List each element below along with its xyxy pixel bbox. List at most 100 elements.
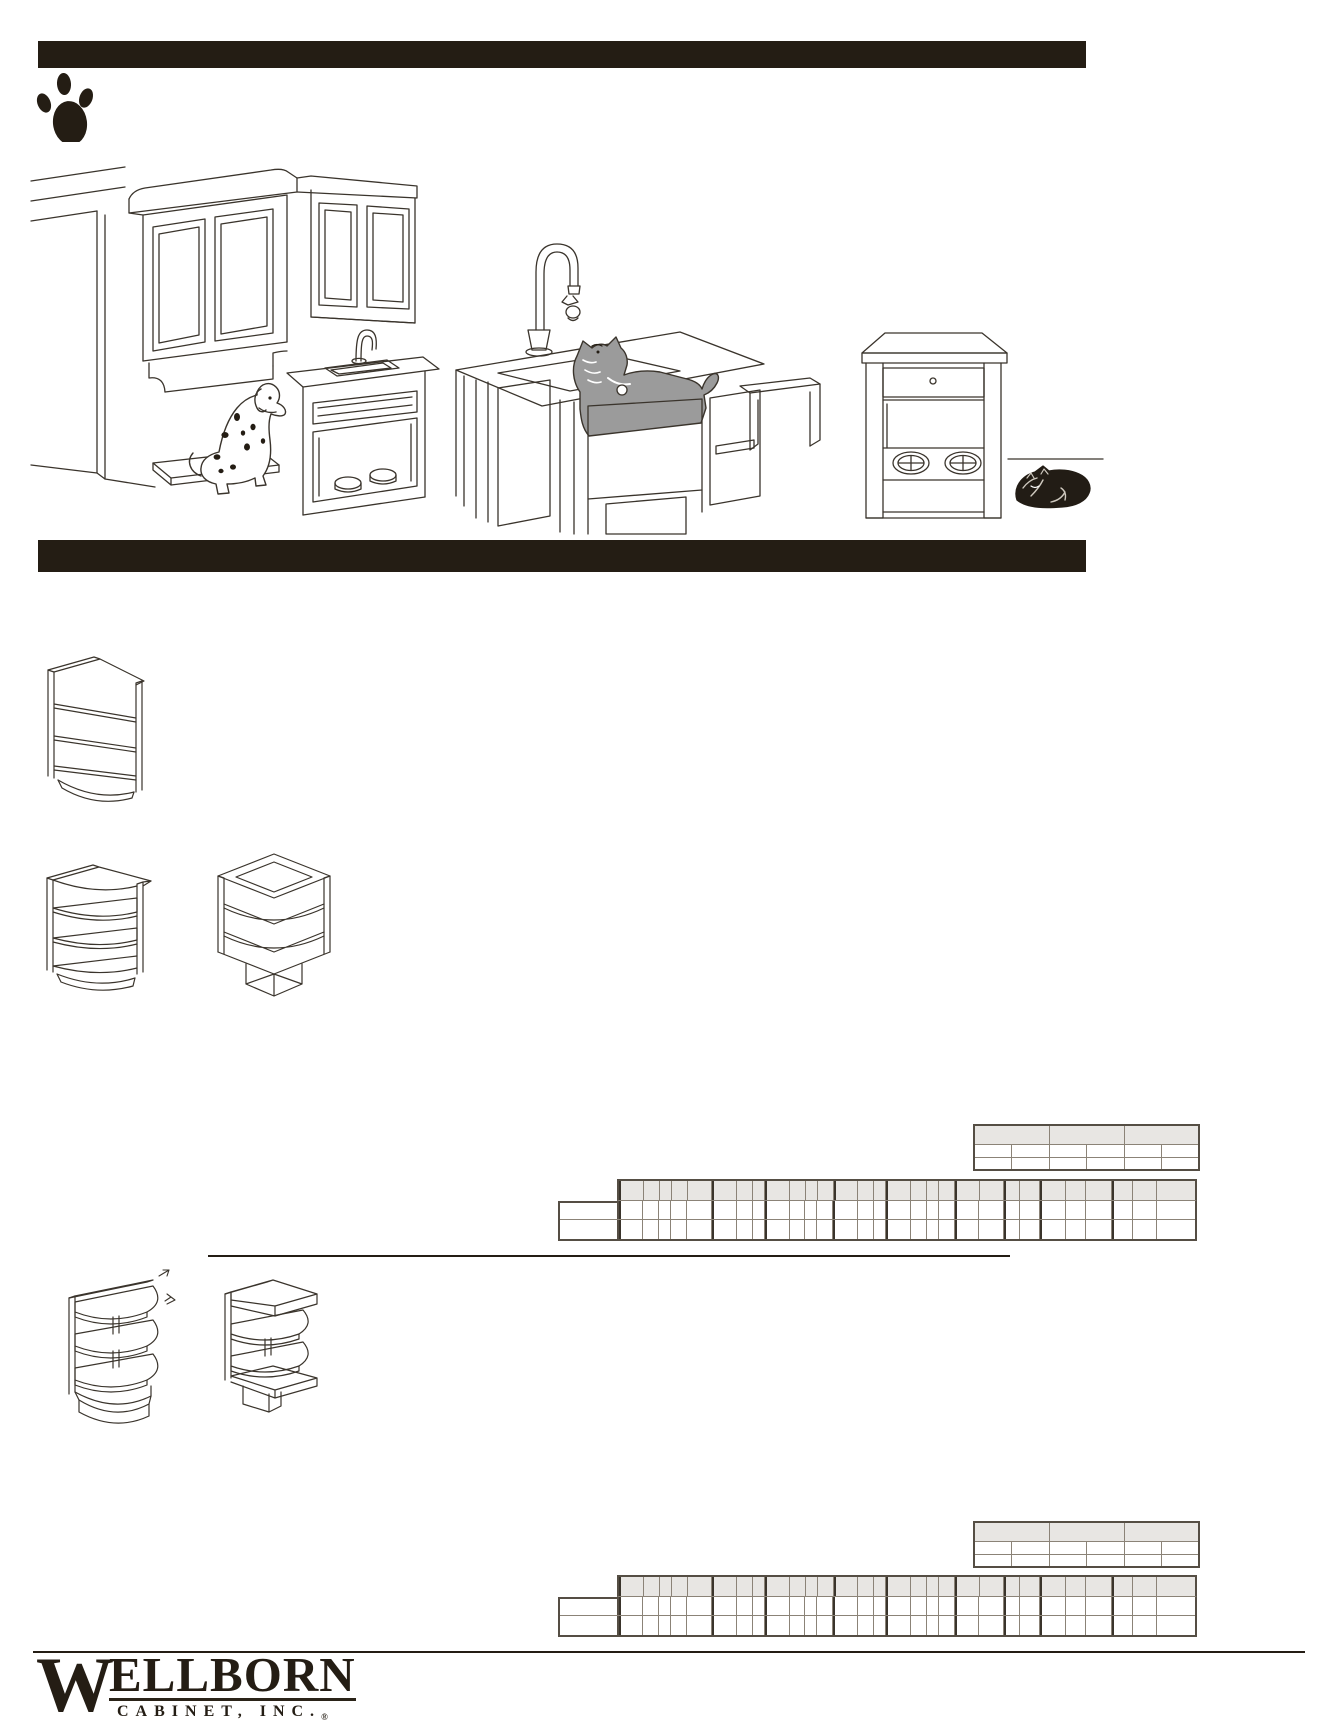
grid-cell: [1020, 1220, 1040, 1239]
grid-cell: [817, 1616, 834, 1635]
grid-header-cell: [764, 1577, 790, 1596]
grid-header-cell: [858, 1181, 875, 1200]
grid-header-cell: [737, 1577, 754, 1596]
grid-header-cell: [938, 1577, 955, 1596]
grid-cell: [671, 1616, 688, 1635]
grid-cell: [911, 1201, 927, 1219]
grid-cell: [885, 1616, 911, 1635]
grid-cell: [1161, 1540, 1200, 1555]
grid-header-cell: [1048, 1124, 1125, 1145]
grid-cell: [927, 1201, 939, 1219]
grid-cell: [671, 1597, 688, 1615]
grid-cell: [1086, 1616, 1112, 1635]
top-section-bar: [38, 41, 1086, 68]
grid-cell: [1157, 1220, 1195, 1239]
base-open-end-shelf-cabinet-drawing: [47, 656, 145, 802]
grid-cell: [790, 1597, 806, 1615]
grid-cell: [737, 1616, 753, 1635]
grid-header-cell: [858, 1577, 875, 1596]
grid-cell: [858, 1616, 875, 1635]
grid-header-cell: [753, 1181, 765, 1200]
grid-header-cell: [954, 1577, 980, 1596]
grid-cell: [1086, 1540, 1125, 1555]
grid-cell: [712, 1597, 737, 1615]
grid-header-cell: [1004, 1577, 1021, 1596]
grid-cell: [927, 1616, 939, 1635]
grid-cell: [659, 1201, 672, 1219]
grid-header-cell: [1085, 1577, 1112, 1596]
grid-cell: [753, 1597, 765, 1615]
grid-header-cell: [619, 1577, 644, 1596]
grid-header-cell: [1157, 1181, 1195, 1200]
grid-cell: [1086, 1220, 1112, 1239]
grid-cell: [805, 1201, 818, 1219]
grid-header-cell: [805, 1181, 818, 1200]
grid-cell: [973, 1143, 1012, 1158]
grid-cell: [790, 1220, 806, 1239]
mid-section-bar: [38, 540, 1086, 572]
grid-cell: [618, 1597, 644, 1615]
grid-header-cell: [1048, 1521, 1125, 1542]
grid-cell: [973, 1540, 1012, 1555]
grid-cell: [1123, 1143, 1162, 1158]
grid-header-cell: [886, 1577, 911, 1596]
grid-header-cell: [973, 1521, 1050, 1542]
grid-cell: [687, 1201, 713, 1219]
grid-cell: [618, 1201, 644, 1219]
grid-cell: [1133, 1201, 1158, 1219]
grid-cell: [973, 1553, 1012, 1568]
grid-cell: [1086, 1201, 1112, 1219]
grid-header-cell: [926, 1577, 939, 1596]
grid-cell: [1020, 1616, 1040, 1635]
grid-header-cell: [712, 1577, 738, 1596]
grid-header-cell: [1020, 1181, 1041, 1200]
grid-row-label-cell: [560, 1616, 619, 1635]
grid-cell: [1011, 1553, 1050, 1568]
grid-cell: [1048, 1553, 1087, 1568]
grid-cell: [1066, 1201, 1086, 1219]
grid-cell: [927, 1597, 939, 1615]
grid-cell: [1123, 1540, 1162, 1555]
grid-header-cell: [1040, 1181, 1066, 1200]
grid-cell: [643, 1597, 660, 1615]
grid-cell: [817, 1597, 834, 1615]
grid-cell: [643, 1201, 660, 1219]
curved-pie-shelf-open-end-unit-drawing: [224, 1279, 318, 1413]
grid-cell: [1040, 1616, 1066, 1635]
grid-cell: [659, 1220, 672, 1239]
grid-cell: [911, 1616, 927, 1635]
grid-header-cell: [619, 1181, 644, 1200]
base-square-corner-shelf-cabinet-drawing: [217, 853, 331, 997]
grid-cell: [973, 1156, 1012, 1171]
grid-cell: [659, 1597, 672, 1615]
grid-cell: [1011, 1143, 1050, 1158]
spec-grid-small-1: [973, 1124, 1200, 1171]
grid-cell: [1020, 1597, 1040, 1615]
grid-header-cell: [817, 1577, 834, 1596]
wellborn-logo: W ELLBORN CABINET, INC.®: [36, 1646, 356, 1723]
grid-header-cell: [643, 1577, 660, 1596]
grid-cell: [764, 1201, 790, 1219]
grid-header-cell: [805, 1577, 818, 1596]
grid-header-cell: [874, 1181, 887, 1200]
grid-cell: [885, 1597, 911, 1615]
grid-header-cell: [687, 1577, 713, 1596]
grid-cell: [643, 1616, 660, 1635]
grid-cell: [858, 1201, 875, 1219]
grid-cell: [1157, 1597, 1195, 1615]
grid-header-cell: [737, 1181, 754, 1200]
grid-cell: [790, 1201, 806, 1219]
footer-rule: [33, 1651, 1305, 1653]
grid-cell: [874, 1201, 886, 1219]
grid-row-label-cell: [560, 1220, 619, 1239]
grid-row-label-cell: [560, 1597, 619, 1615]
grid-header-cell: [1065, 1577, 1086, 1596]
paw-print-icon: [36, 73, 94, 142]
grid-header-cell: [753, 1577, 765, 1596]
grid-cell: [833, 1616, 859, 1635]
grid-cell: [687, 1616, 713, 1635]
grid-cell: [805, 1616, 818, 1635]
grid-cell: [671, 1201, 688, 1219]
grid-row-label-cell: [560, 1201, 619, 1219]
